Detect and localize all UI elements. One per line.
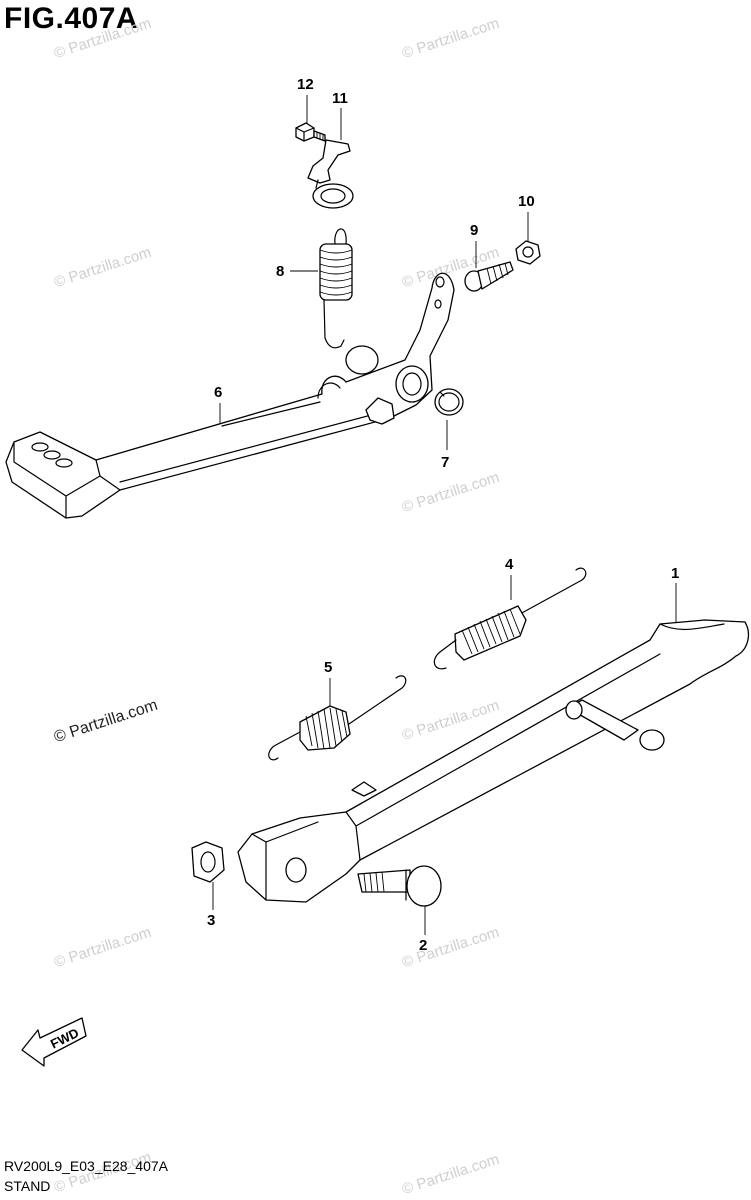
callout-5: 5 xyxy=(324,659,333,676)
callout-9: 9 xyxy=(470,222,479,239)
callout-1: 1 xyxy=(671,565,680,582)
part-12-bolt xyxy=(295,122,326,142)
callout-3: 3 xyxy=(207,912,216,929)
part-5-spring xyxy=(268,675,407,761)
part-4-spring xyxy=(433,567,587,670)
figure-title: FIG.407A xyxy=(4,2,139,35)
callout-2: 2 xyxy=(419,937,428,954)
section-name: STAND xyxy=(4,1178,51,1194)
callout-6: 6 xyxy=(214,384,223,401)
leader-lines xyxy=(212,95,677,935)
part-8-spring xyxy=(319,228,353,349)
figure-code: RV200L9_E03_E28_407A xyxy=(4,1158,169,1174)
part-3-nut xyxy=(191,841,225,883)
callout-11: 11 xyxy=(332,90,348,107)
part-10-nut xyxy=(515,240,541,265)
fwd-arrow-icon: FWD xyxy=(21,1017,87,1067)
callout-8: 8 xyxy=(276,263,285,280)
callout-12: 12 xyxy=(297,76,314,93)
callout-4: 4 xyxy=(505,556,514,573)
callout-10: 10 xyxy=(518,193,535,210)
part-1-side-stand xyxy=(237,619,750,903)
part-7-circlip xyxy=(434,388,464,416)
part-9-bolt xyxy=(464,261,514,292)
callout-7: 7 xyxy=(441,454,450,471)
part-6-lever xyxy=(5,272,455,519)
part-2-bolt xyxy=(357,865,442,907)
part-11-bracket xyxy=(307,139,354,209)
